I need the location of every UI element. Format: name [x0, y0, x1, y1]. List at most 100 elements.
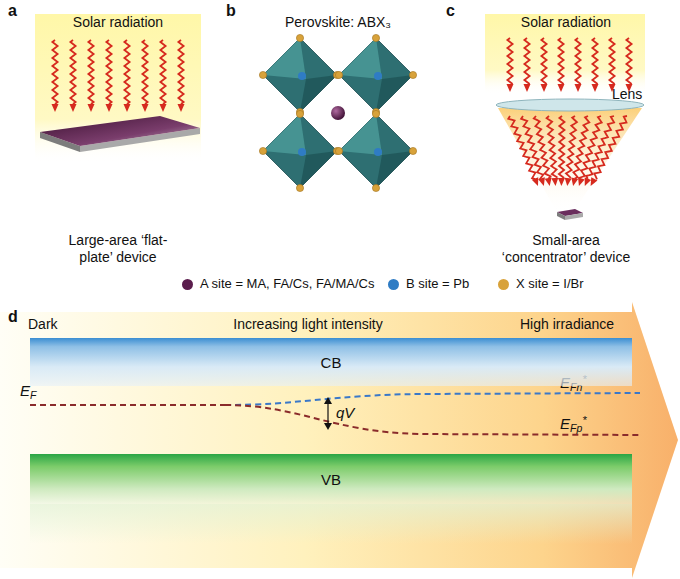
- condition-label: High irradiance: [520, 316, 614, 333]
- x-site-atom: [259, 71, 266, 78]
- arrowhead: [551, 178, 558, 186]
- panel-letter: b: [226, 2, 236, 19]
- light-ray: [558, 38, 563, 84]
- a-site-atom: [331, 106, 345, 120]
- legend-entry: X site = I/Br: [498, 276, 584, 292]
- quasi-fermi-label: EFp*: [560, 412, 587, 437]
- arrowhead: [524, 84, 531, 92]
- hole-quasi-fermi-level: [225, 405, 640, 435]
- light-ray: [142, 40, 147, 104]
- device-side: [557, 212, 565, 220]
- x-site-atom: [372, 184, 379, 191]
- x-site-atom: [296, 34, 303, 41]
- arrowhead: [585, 177, 591, 186]
- light-ray: [106, 40, 111, 104]
- voltage-label: qV: [336, 404, 354, 421]
- legend-entry: B site = Pb: [388, 276, 469, 292]
- light-ray: [507, 38, 512, 84]
- octahedron: [263, 38, 337, 112]
- light-ray: [52, 40, 57, 104]
- arrowhead: [565, 178, 572, 186]
- arrowhead: [324, 423, 332, 430]
- arrowhead: [591, 177, 598, 186]
- arrowhead: [52, 104, 59, 112]
- light-ray: [609, 38, 614, 84]
- octahedron-face: [263, 114, 306, 155]
- light-ray: [626, 38, 631, 84]
- panel-title: Solar radiation: [62, 14, 174, 31]
- arrowhead: [592, 84, 599, 92]
- x-site-atom: [259, 147, 266, 154]
- x-site-atom: [409, 71, 416, 78]
- arrowhead: [571, 177, 578, 186]
- octahedron-face: [263, 38, 306, 79]
- legend-text: B site = Pb: [406, 276, 469, 292]
- device-caption: Small-area ‘concentrator’ device: [495, 232, 637, 266]
- panel-letter: c: [446, 2, 455, 19]
- lens-label: Lens: [612, 86, 642, 103]
- light-ray: [566, 116, 577, 178]
- condition-label: Dark: [28, 316, 58, 333]
- light-ray: [592, 38, 597, 84]
- light-glow: [485, 14, 645, 94]
- light-ray: [541, 38, 546, 84]
- octahedron: [339, 114, 413, 188]
- octahedron-face: [339, 114, 382, 155]
- arrowhead: [578, 177, 585, 186]
- legend-entry: A site = MA, FA/Cs, FA/MA/Cs: [182, 276, 374, 292]
- arrowhead: [88, 104, 95, 112]
- band-fade: [30, 504, 632, 544]
- x-site-atom: [296, 110, 303, 117]
- light-ray: [70, 40, 75, 104]
- legend-swatch: [498, 279, 509, 290]
- panel-title: Solar radiation: [510, 14, 622, 31]
- legend-swatch: [388, 279, 399, 290]
- valence-band: VB: [30, 454, 632, 504]
- fermi-level: [30, 404, 225, 406]
- light-ray: [160, 40, 165, 104]
- arrowhead: [538, 177, 545, 186]
- device-front: [565, 213, 583, 220]
- octahedron: [263, 114, 337, 188]
- arrowhead: [558, 178, 565, 186]
- panel-letter: a: [8, 2, 17, 19]
- arrowhead: [575, 84, 582, 92]
- light-ray: [559, 116, 565, 178]
- arrowhead: [124, 104, 131, 112]
- light-ray: [547, 116, 558, 178]
- x-site-atom: [335, 71, 342, 78]
- arrowhead: [178, 104, 185, 112]
- x-site-atom: [409, 147, 416, 154]
- arrowhead: [160, 104, 167, 112]
- arrowhead: [70, 104, 77, 112]
- focus-cone: [498, 108, 642, 214]
- arrowhead: [142, 104, 149, 112]
- arrowhead: [324, 397, 332, 404]
- legend-text: A site = MA, FA/Cs, FA/MA/Cs: [200, 276, 374, 292]
- light-ray: [88, 40, 93, 104]
- legend-swatch: [182, 279, 193, 290]
- octahedron: [339, 38, 413, 112]
- band-label: CB: [321, 354, 342, 371]
- arrowhead: [106, 104, 113, 112]
- x-site-atom: [296, 184, 303, 191]
- octahedron-face: [300, 75, 337, 112]
- intensity-arrow: [0, 302, 678, 578]
- arrowhead: [545, 177, 552, 186]
- light-ray: [124, 40, 129, 104]
- light-ray: [178, 40, 183, 104]
- arrowhead: [541, 84, 548, 92]
- arrowhead: [507, 84, 514, 92]
- b-site-atom: [298, 72, 306, 80]
- octahedron-face: [376, 75, 413, 112]
- band-label: VB: [321, 471, 341, 488]
- qv-arrow: [327, 401, 328, 426]
- legend-text: X site = I/Br: [516, 276, 584, 292]
- x-site-atom: [335, 147, 342, 154]
- panel-letter: d: [8, 308, 18, 325]
- device-caption: Large-area ‘flat-plate’ device: [55, 232, 181, 266]
- arrowhead: [532, 177, 538, 186]
- light-ray: [575, 38, 580, 84]
- conduction-band: CB: [30, 338, 632, 386]
- condition-label: Increasing light intensity: [218, 316, 398, 333]
